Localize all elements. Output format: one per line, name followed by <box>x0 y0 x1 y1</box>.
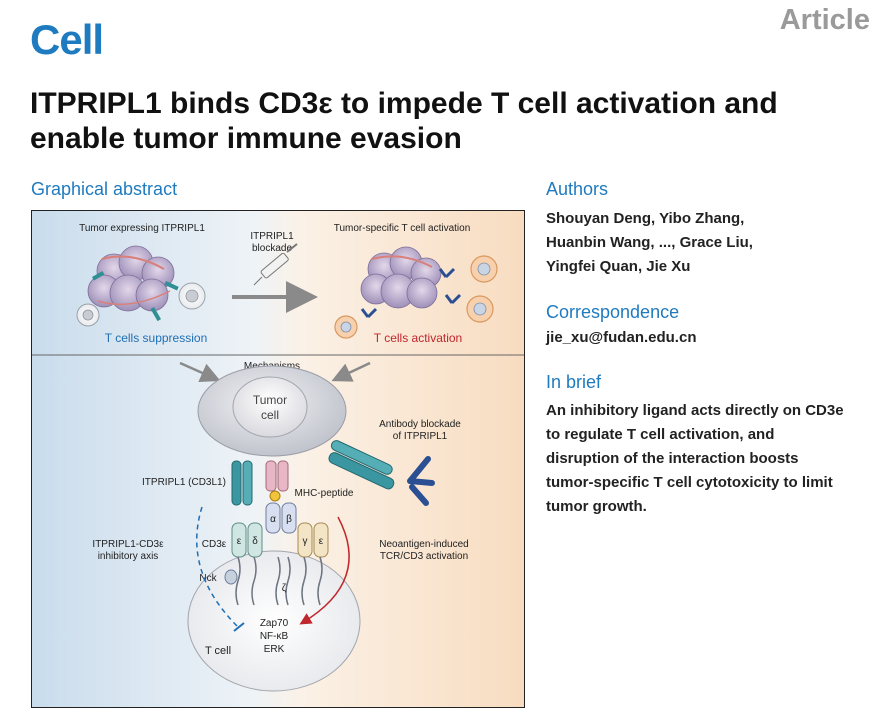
graphical-abstract-heading: Graphical abstract <box>31 179 178 199</box>
correspondence-heading: Correspondence <box>546 302 680 322</box>
activated-t-cell-3 <box>334 315 358 339</box>
t-cells-suppression-label: T cells suppression <box>105 331 208 345</box>
t-cells-activation-label: T cells activation <box>374 331 462 345</box>
article-type-label: Article <box>779 4 870 36</box>
authors-heading: Authors <box>546 179 609 199</box>
authors-line: Huanbin Wang, ..., Grace Liu, <box>546 234 753 251</box>
in-brief-line: tumor-specific T cell cytotoxicity to li… <box>546 474 833 491</box>
journal-logo: Cell <box>30 16 104 63</box>
arrow-left-to-mechanism <box>179 361 221 383</box>
mhc-molecule <box>265 460 289 502</box>
antibody-icon-small <box>360 267 462 319</box>
t-cell-icon-left-2 <box>76 303 100 327</box>
zeta-label: ζ <box>282 583 287 594</box>
in-brief-text: An inhibitory ligand acts directly on CD… <box>546 399 844 519</box>
neoantigen-label-line2: TCR/CD3 activation <box>380 551 468 562</box>
t-cell-label: T cell <box>205 645 231 657</box>
tcr-complex <box>231 502 329 606</box>
antibody-blockade-label-line1: Antibody blockade <box>379 419 461 430</box>
alpha-label: α <box>270 514 276 525</box>
in-brief-line: to regulate T cell activation, and <box>546 426 775 443</box>
activated-t-cell-2 <box>466 295 494 323</box>
syringe-icon <box>253 243 298 286</box>
in-brief-heading: In brief <box>546 372 602 392</box>
delta-label: δ <box>252 536 258 547</box>
inhibitory-axis-label-line2: inhibitory axis <box>98 551 159 562</box>
tumor-cell-label-line2: cell <box>261 408 279 422</box>
in-brief-line: disruption of the interaction boosts <box>546 450 799 467</box>
beta-label: β <box>286 514 292 525</box>
graphical-abstract-svg: Tumor expressing ITPRIPL1 Tumor-specific… <box>32 211 524 707</box>
authors-list: Shouyan Deng, Yibo Zhang, Huanbin Wang, … <box>546 207 753 279</box>
correspondence-email[interactable]: jie_xu@fudan.edu.cn <box>546 329 697 346</box>
zap70-label: Zap70 <box>260 618 289 629</box>
inhibitory-axis-bar <box>233 622 245 632</box>
activated-t-cell-1 <box>470 255 498 283</box>
tumor-specific-label: Tumor-specific T cell activation <box>334 223 471 234</box>
blockade-label-line2: blockade <box>252 243 292 254</box>
gamma-label: γ <box>303 536 308 547</box>
blockade-label-line1: ITPRIPL1 <box>250 231 294 242</box>
authors-line: Shouyan Deng, Yibo Zhang, <box>546 210 745 227</box>
in-brief-line: An inhibitory ligand acts directly on CD… <box>546 402 844 419</box>
epsilon-label-left: ε <box>237 536 242 547</box>
paper-title: ITPRIPL1 binds CD3ε to impede T cell act… <box>30 87 778 155</box>
tumor-cluster-left <box>87 245 179 322</box>
in-brief-line: tumor growth. <box>546 498 647 515</box>
tumor-expressing-label: Tumor expressing ITPRIPL1 <box>79 223 205 234</box>
nck-molecule <box>224 569 238 585</box>
itpripl1-cd3l1-label: ITPRIPL1 (CD3L1) <box>142 477 226 488</box>
nck-label: Nck <box>199 573 217 584</box>
itpripl1-molecule <box>231 460 253 506</box>
tumor-cell-nucleus <box>232 376 308 438</box>
antibody-blockade-icon <box>328 440 435 506</box>
erk-label: ERK <box>264 644 285 655</box>
neoantigen-label-line1: Neoantigen-induced <box>379 539 469 550</box>
authors-line: Yingfei Quan, Jie Xu <box>546 258 691 275</box>
t-cell-shape <box>187 550 361 692</box>
mhc-peptide-label: MHC-peptide <box>295 488 354 499</box>
nfkb-label: NF-κB <box>260 631 289 642</box>
antibody-blockade-label-line2: of ITPRIPL1 <box>393 431 448 442</box>
epsilon-label-right: ε <box>319 536 324 547</box>
cd3e-label: CD3ε <box>202 539 227 550</box>
inhibitory-axis-label-line1: ITPRIPL1-CD3ε <box>92 539 164 550</box>
graphical-abstract-figure: Tumor expressing ITPRIPL1 Tumor-specific… <box>31 210 525 708</box>
neoantigen-activation-arrow <box>299 516 350 625</box>
t-cell-icon-left-1 <box>178 282 206 310</box>
arrow-right-to-mechanism <box>331 361 371 382</box>
tumor-cell-label-line1: Tumor <box>253 393 287 407</box>
tumor-cluster-right <box>360 246 442 309</box>
